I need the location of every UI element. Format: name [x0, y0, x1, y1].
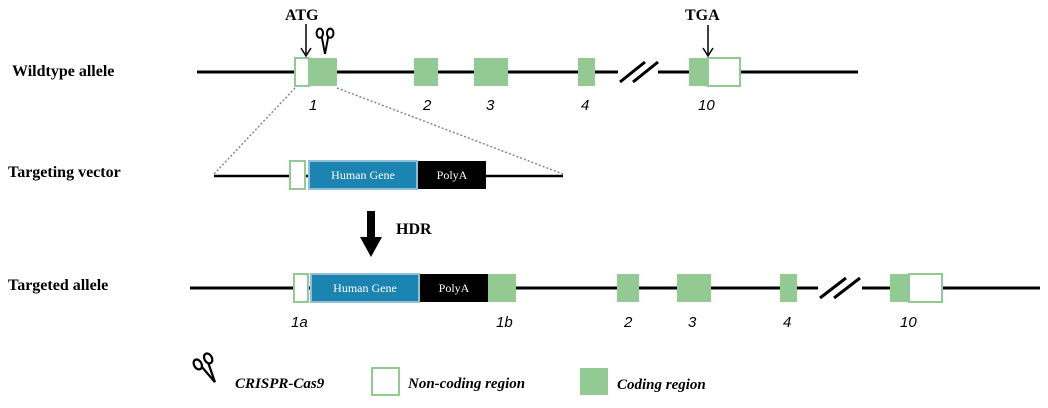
- wt-exon-number: 3: [486, 97, 495, 114]
- vector-polya: [418, 161, 486, 189]
- targeted-allele: Targeted allele Human Gene PolyA 1a 1b 2…: [8, 273, 1040, 331]
- vector-label: Targeting vector: [8, 164, 121, 181]
- wildtype-label: Wildtype allele: [12, 63, 114, 80]
- legend-crispr-label: CRISPR-Cas9: [235, 376, 325, 392]
- wt-exon4: [578, 58, 595, 86]
- tg-exon-number: 3: [688, 314, 697, 331]
- tg-exon4: [780, 274, 797, 302]
- wt-exon-number: 2: [422, 97, 432, 114]
- wt-exon1-noncoding: [294, 57, 310, 87]
- start-codon-label: ATG: [285, 7, 319, 24]
- tg-exon-number: 1a: [291, 314, 308, 331]
- hdr-label: HDR: [396, 221, 432, 238]
- wt-exon-number: 1: [309, 97, 317, 114]
- down-arrow-icon: [360, 211, 382, 257]
- legend-noncoding-label: Non-coding region: [407, 376, 525, 392]
- wt-exon3: [474, 58, 508, 86]
- tg-exon10-coding: [890, 274, 909, 302]
- tg-exon3: [677, 274, 711, 302]
- homology-guides: [213, 87, 564, 175]
- vector-noncoding: [289, 160, 306, 190]
- tg-exon1b: [488, 274, 516, 302]
- legend-coding-label: Coding region: [617, 377, 706, 393]
- double-slash-icon: [618, 60, 659, 84]
- hdr-step: HDR: [360, 211, 432, 257]
- tg-exon-number: 1b: [496, 314, 513, 331]
- tg-exon-number: 2: [623, 314, 633, 331]
- scissors-icon: [315, 27, 335, 56]
- tg-polya-label: PolyA: [439, 281, 470, 295]
- tg-exon-number: 4: [783, 314, 791, 331]
- legend-noncoding-swatch: [371, 367, 400, 396]
- legend: CRISPR-Cas9 Non-coding region Coding reg…: [190, 350, 706, 396]
- tg-human-gene: [310, 273, 420, 303]
- wt-exon2: [414, 58, 438, 86]
- legend-scissors-icon: [190, 350, 225, 389]
- wt-exon-number: 4: [581, 97, 589, 114]
- double-slash-icon: [818, 276, 862, 300]
- tg-exon2: [617, 274, 639, 302]
- vector-polya-label: PolyA: [437, 168, 468, 182]
- tg-exon-number: 10: [900, 314, 917, 331]
- stop-codon-label: TGA: [685, 7, 720, 24]
- wt-exon1-coding: [309, 58, 337, 86]
- tg-exon10-noncoding: [908, 273, 943, 303]
- tg-human-gene-label: Human Gene: [333, 281, 397, 295]
- targeting-vector: Targeting vector Human Gene PolyA: [8, 160, 563, 190]
- vector-human-gene-label: Human Gene: [331, 168, 395, 182]
- tg-polya: [420, 274, 488, 302]
- tg-exon1a-noncoding: [293, 273, 309, 303]
- targeted-label: Targeted allele: [8, 277, 108, 294]
- legend-coding-swatch: [580, 368, 608, 395]
- wildtype-allele: Wildtype allele ATG TGA 1 2: [12, 7, 858, 114]
- wt-exon-number: 10: [698, 97, 715, 114]
- vector-human-gene: [308, 160, 418, 190]
- wt-exon10-coding: [689, 58, 708, 86]
- wt-exon10-noncoding: [707, 57, 741, 87]
- start-codon-arrow: [300, 24, 312, 58]
- stop-codon-arrow: [702, 25, 714, 58]
